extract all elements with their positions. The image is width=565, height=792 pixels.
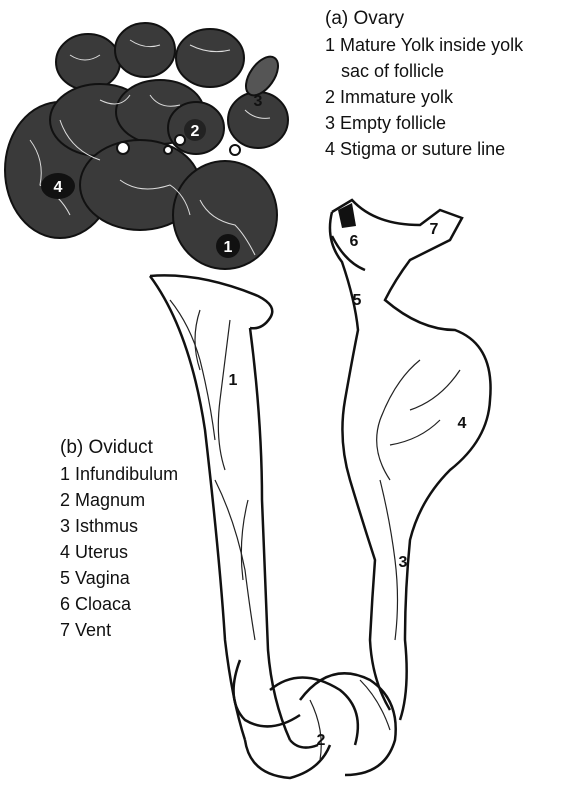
oviduct-legend-item-4: 4 Uterus <box>60 539 178 565</box>
marker-oviduct-5: 5 <box>353 292 362 309</box>
oviduct-legend: (b) Oviduct 1 Infundibulum 2 Magnum 3 Is… <box>60 435 178 643</box>
marker-ovary-2: 2 <box>184 119 206 141</box>
oviduct-right <box>330 200 491 720</box>
marker-oviduct-6: 6 <box>350 233 359 250</box>
ovary-heading: (a) Ovary <box>325 6 523 32</box>
ovary-legend-item-2: 2 Immature yolk <box>325 84 523 110</box>
small-follicle <box>175 135 185 145</box>
small-follicle <box>117 142 129 154</box>
oviduct-legend-item-6: 6 Cloaca <box>60 591 178 617</box>
ovary-legend-item-3: 3 Empty follicle <box>325 110 523 136</box>
oviduct-heading: (b) Oviduct <box>60 435 178 461</box>
ovary-legend-item-1-cont: sac of follicle <box>325 58 523 84</box>
svg-text:4: 4 <box>54 179 63 196</box>
marker-oviduct-3: 3 <box>399 554 408 571</box>
ovary-legend-item-4: 4 Stigma or suture line <box>325 136 523 162</box>
oviduct-legend-item-7: 7 Vent <box>60 617 178 643</box>
small-follicle <box>230 145 240 155</box>
svg-text:1: 1 <box>224 239 233 256</box>
ovary-legend-item-1: 1 Mature Yolk inside yolk <box>325 32 523 58</box>
small-follicle <box>164 146 172 154</box>
ovary-cluster <box>5 23 288 269</box>
oviduct-legend-item-2: 2 Magnum <box>60 487 178 513</box>
svg-text:3: 3 <box>254 93 263 110</box>
ovary-legend: (a) Ovary 1 Mature Yolk inside yolk sac … <box>325 6 523 162</box>
marker-oviduct-4: 4 <box>458 415 467 432</box>
oviduct-legend-item-5: 5 Vagina <box>60 565 178 591</box>
ovary-follicle <box>115 23 175 77</box>
marker-ovary-4: 4 <box>41 173 75 199</box>
marker-ovary-1: 1 <box>216 234 240 258</box>
oviduct-coils <box>234 660 396 775</box>
oviduct-veins <box>170 300 460 760</box>
ovary-follicle <box>56 34 120 90</box>
ovary-follicle <box>176 29 244 87</box>
oviduct-legend-item-3: 3 Isthmus <box>60 513 178 539</box>
marker-oviduct-1: 1 <box>229 372 238 389</box>
marker-oviduct-2: 2 <box>317 732 326 749</box>
svg-text:2: 2 <box>191 123 200 140</box>
oviduct-legend-item-1: 1 Infundibulum <box>60 461 178 487</box>
marker-ovary-3: 3 <box>254 93 263 110</box>
marker-oviduct-7: 7 <box>430 221 439 238</box>
